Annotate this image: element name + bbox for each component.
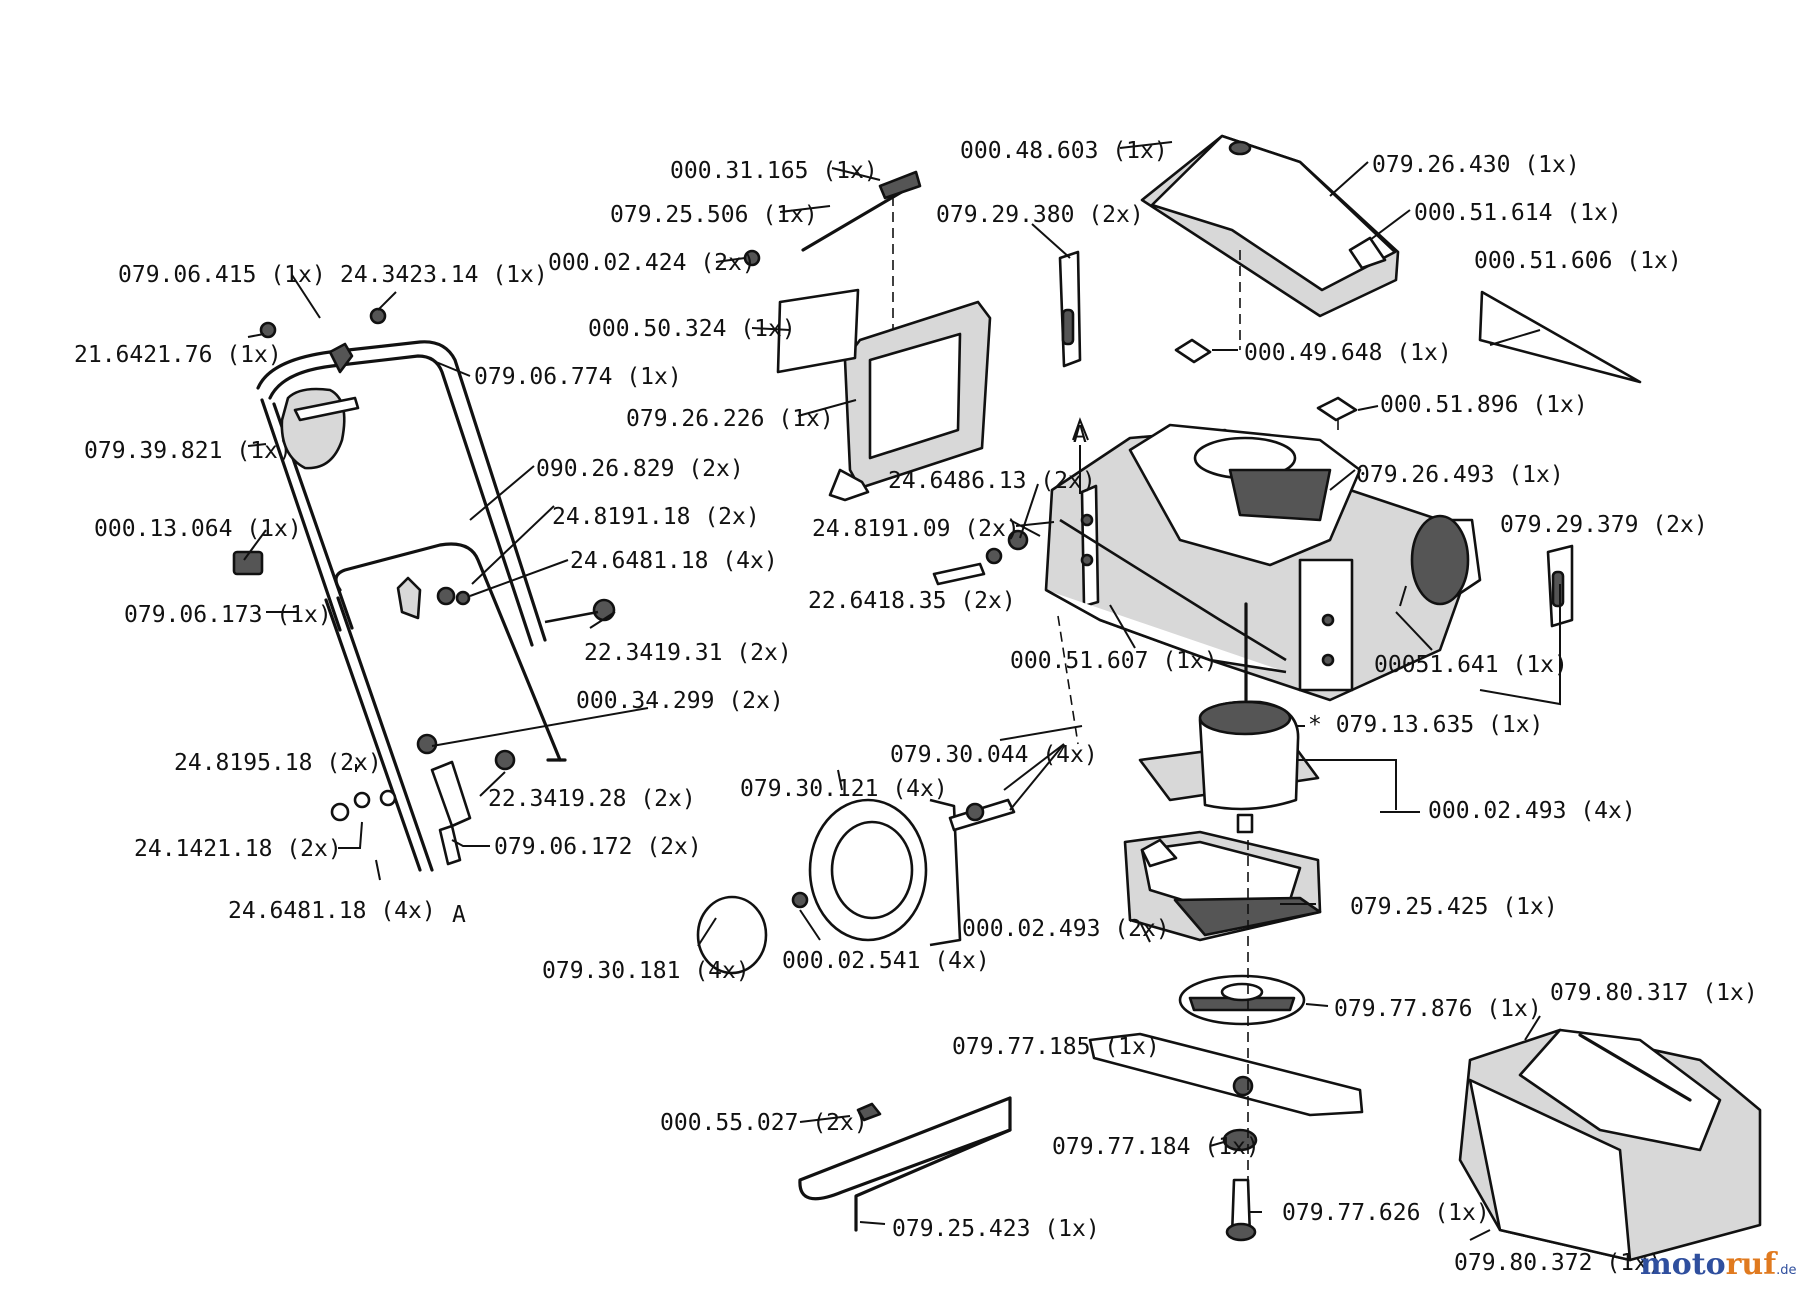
- label-000-02-541: 000.02.541 (4x): [782, 948, 990, 974]
- ref-marker-a-top: A: [1073, 422, 1087, 448]
- wire-stand-outer: [854, 1128, 1012, 1232]
- label-000-49-648: 000.49.648 (1x): [1244, 340, 1452, 366]
- label-079-80-372: 079.80.372 (1x): [1454, 1250, 1662, 1276]
- fan-housing: [1123, 830, 1322, 942]
- label-079-25-506: 079.25.506 (1x): [610, 202, 818, 228]
- grass-catcher: [1458, 1028, 1762, 1262]
- label-24-1421-18: 24.1421.18 (2x): [134, 836, 342, 862]
- leader-lines: [243, 141, 1561, 1241]
- label-079-13-635: * 079.13.635 (1x): [1308, 712, 1543, 738]
- label-000-02-424: 000.02.424 (2x): [548, 250, 756, 276]
- label-000-02-493-4x: 000.02.493 (4x): [1428, 798, 1636, 824]
- label-24-8191-09: 24.8191.09 (2x): [812, 516, 1020, 542]
- label-079-30-121: 079.30.121 (4x): [740, 776, 948, 802]
- label-000-51-606: 000.51.606 (1x): [1474, 248, 1682, 274]
- label-24-6481-18-upper: 24.6481.18 (4x): [570, 548, 778, 574]
- label-24-6486-13: 24.6486.13 (2x): [888, 468, 1096, 494]
- blade-washer: [1232, 1075, 1254, 1097]
- part-labels: 000.31.165 (1x) 079.25.506 (1x) 000.02.4…: [74, 138, 1758, 1276]
- label-000-51-614: 000.51.614 (1x): [1414, 200, 1622, 226]
- label-24-8191-18: 24.8191.18 (2x): [552, 504, 760, 530]
- label-079-06-415: 079.06.415 (1x): [118, 262, 326, 288]
- label-090-26-829: 090.26.829 (2x): [536, 456, 744, 482]
- label-000-55-027: 000.55.027 (2x): [660, 1110, 868, 1136]
- label-079-06-172: 079.06.172 (2x): [494, 834, 702, 860]
- label-000-31-165: 000.31.165 (1x): [670, 158, 878, 184]
- label-079-26-430: 079.26.430 (1x): [1372, 152, 1580, 178]
- label-24-8195-18: 24.8195.18 (2x): [174, 750, 382, 776]
- wheel-washer: [791, 891, 809, 909]
- label-22-3419-31: 22.3419.31 (2x): [584, 640, 792, 666]
- height-bracket-left: [1058, 250, 1082, 368]
- label-000-51-607: 000.51.607 (1x): [1010, 648, 1218, 674]
- label-000-13-064: 000.13.064 (1x): [94, 516, 302, 542]
- rear-flap: [743, 170, 992, 502]
- label-000-51-896: 000.51.896 (1x): [1380, 392, 1588, 418]
- fan-impeller: [1178, 974, 1306, 1026]
- label-000-50-324: 000.50.324 (1x): [588, 316, 796, 342]
- label-079-30-181: 079.30.181 (4x): [542, 958, 750, 984]
- label-079-26-493: 079.26.493 (1x): [1356, 462, 1564, 488]
- watermark-logo: motoruf.de: [1640, 1247, 1797, 1282]
- label-079-29-380: 079.29.380 (2x): [936, 202, 1144, 228]
- label-079-39-821: 079.39.821 (1x): [84, 438, 292, 464]
- label-079-77-626: 079.77.626 (1x): [1282, 1200, 1490, 1226]
- wheel: [808, 798, 962, 947]
- cutting-blade: [1088, 1032, 1364, 1117]
- label-079-25-423: 079.25.423 (1x): [892, 1216, 1100, 1242]
- decal-side: [1478, 290, 1642, 384]
- motor-cover: [1140, 134, 1400, 318]
- label-21-6421-76: 21.6421.76 (1x): [74, 342, 282, 368]
- label-079-77-876: 079.77.876 (1x): [1334, 996, 1542, 1022]
- stand-clip: [856, 1102, 882, 1122]
- label-22-6418-35: 22.6418.35 (2x): [808, 588, 1016, 614]
- wire-stand: [798, 1096, 1012, 1201]
- label-24-3423-14: 24.3423.14 (1x): [340, 262, 548, 288]
- label-079-26-226: 079.26.226 (1x): [626, 406, 834, 432]
- label-000-48-603: 000.48.603 (1x): [960, 138, 1168, 164]
- label-079-06-173: 079.06.173 (1x): [124, 602, 332, 628]
- wheel-cap: [696, 895, 768, 975]
- motor: [1138, 602, 1320, 834]
- decal-small-2: [1316, 396, 1358, 422]
- bracket-screws: [932, 529, 1029, 586]
- label-079-06-774: 079.06.774 (1x): [474, 364, 682, 390]
- decal-small-1: [1174, 338, 1212, 364]
- label-079-77-185: 079.77.185 (1x): [952, 1034, 1160, 1060]
- deck-housing: [1044, 423, 1482, 702]
- label-079-29-379: 079.29.379 (2x): [1500, 512, 1708, 538]
- label-22-3419-28: 22.3419.28 (2x): [488, 786, 696, 812]
- wheel-axle-bolt: [948, 798, 1016, 832]
- label-079-80-317: 079.80.317 (1x): [1550, 980, 1758, 1006]
- label-000-34-299: 000.34.299 (2x): [576, 688, 784, 714]
- label-079-25-425: 079.25.425 (1x): [1350, 894, 1558, 920]
- handle-assembly: [232, 307, 616, 872]
- label-079-30-044: 079.30.044 (4x): [890, 742, 1098, 768]
- label-000-02-493-2x: 000.02.493 (2x): [962, 916, 1170, 942]
- label-00051-641: 00051.641 (1x): [1374, 652, 1568, 678]
- ref-marker-a-bottom: A: [452, 902, 466, 928]
- label-24-6481-18-lower: 24.6481.18 (4x): [228, 898, 436, 924]
- label-079-77-184: 079.77.184 (1x): [1052, 1134, 1260, 1160]
